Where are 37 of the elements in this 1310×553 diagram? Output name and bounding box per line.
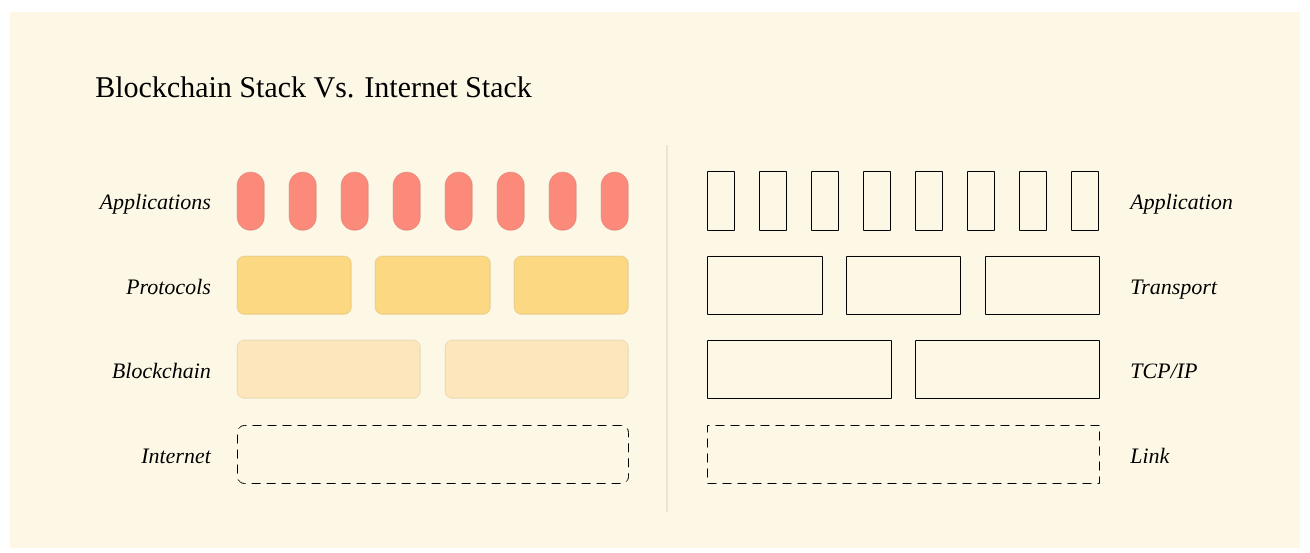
outlined-block	[915, 340, 1100, 399]
rounded-pill	[549, 172, 577, 231]
layer-label: TCP/IP	[1131, 363, 1197, 379]
outlined-block	[1071, 171, 1099, 231]
rounded-pill	[445, 172, 473, 231]
outlined-block	[967, 171, 995, 231]
rounded-pill	[289, 172, 317, 231]
outlined-block	[915, 171, 943, 231]
layer-label: Link	[1129, 447, 1170, 463]
rounded-block	[237, 256, 352, 315]
layer-label: Applications	[98, 193, 211, 214]
rounded-block	[375, 256, 491, 315]
outlined-block	[1019, 171, 1047, 231]
rounded-pill	[393, 172, 421, 231]
layer-label: Internet	[141, 448, 212, 464]
rounded-block	[445, 340, 629, 399]
layer-label: Blockchain	[112, 362, 210, 379]
outlined-block	[846, 256, 961, 315]
outlined-block	[863, 171, 891, 231]
outlined-block	[759, 171, 787, 231]
outlined-block	[707, 256, 823, 315]
rounded-pill	[601, 172, 629, 231]
rounded-pill	[497, 172, 525, 231]
rounded-block	[514, 256, 629, 315]
rounded-pill	[341, 172, 369, 231]
dashed-block	[237, 425, 629, 484]
layer-label: Protocols	[125, 278, 211, 295]
rounded-block	[237, 340, 421, 399]
outlined-block	[985, 256, 1100, 315]
outlined-block	[707, 340, 892, 399]
outlined-block	[707, 171, 735, 231]
dashed-block	[707, 425, 1100, 484]
title: Blockchain Stack Vs. Internet Stack	[96, 76, 532, 98]
layer-label: Application	[1129, 193, 1232, 214]
outlined-block	[811, 171, 839, 231]
layer-label: Transport	[1131, 279, 1218, 299]
rounded-pill	[237, 172, 265, 231]
